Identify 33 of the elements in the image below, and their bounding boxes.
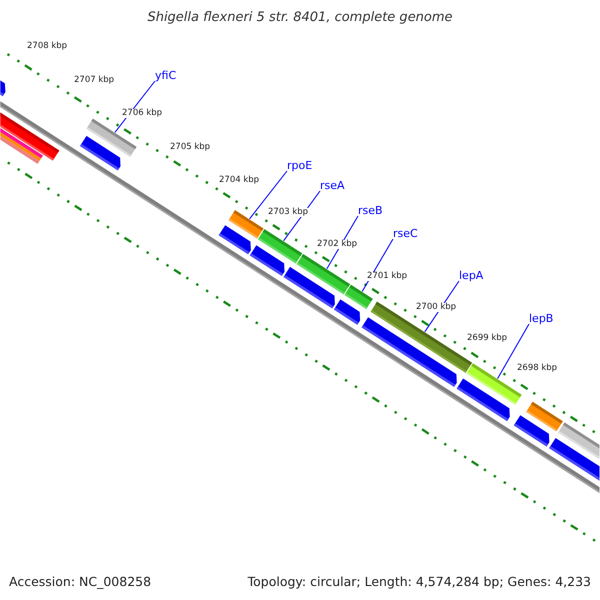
gene-name: lepA bbox=[459, 270, 484, 281]
gene-block bbox=[284, 266, 335, 308]
title: Shigella flexneri 5 str. 8401, complete genome bbox=[146, 11, 454, 24]
gene-name: rseC bbox=[393, 228, 418, 239]
scale-label: 2705 kbp bbox=[170, 143, 210, 152]
scale-label: 2700 kbp bbox=[416, 303, 456, 312]
gene-name: rpoE bbox=[287, 160, 312, 171]
gene-name: rseB bbox=[358, 205, 383, 216]
gene-block bbox=[218, 225, 251, 254]
gene-block bbox=[80, 136, 120, 170]
scale-label: 2702 kbp bbox=[317, 240, 358, 248]
leader-line bbox=[249, 170, 288, 220]
gene-block bbox=[456, 378, 510, 422]
gene-block bbox=[514, 415, 550, 446]
genome-summary-text: Topology: circular; Length: 4,574,284 bp; Genes: 4,233 bbox=[248, 576, 591, 588]
scale-label: 2706 kbp bbox=[122, 109, 162, 118]
gene-name: yfiC bbox=[155, 70, 176, 81]
scale-label: 2708 kbp bbox=[27, 42, 68, 50]
gene-block bbox=[0, 80, 6, 96]
accession-text: Accession: NC_008258 bbox=[9, 576, 152, 588]
gene-block bbox=[362, 317, 457, 387]
gene-block bbox=[334, 299, 360, 325]
leader-line bbox=[497, 324, 530, 380]
gene-name: rseA bbox=[320, 180, 345, 191]
gene-block bbox=[250, 245, 284, 276]
scale-label: 2704 kbp bbox=[219, 176, 260, 184]
scale-label: 2701 kbp bbox=[367, 272, 408, 280]
scale-label: 2707 kbp bbox=[74, 76, 114, 84]
scale-label: 2703 kbp bbox=[268, 208, 308, 216]
scale-label: 2698 kbp bbox=[517, 364, 558, 372]
gene-block bbox=[549, 438, 600, 481]
scale-label: 2699 kbp bbox=[467, 334, 508, 342]
gene-name: lepB bbox=[529, 313, 554, 324]
